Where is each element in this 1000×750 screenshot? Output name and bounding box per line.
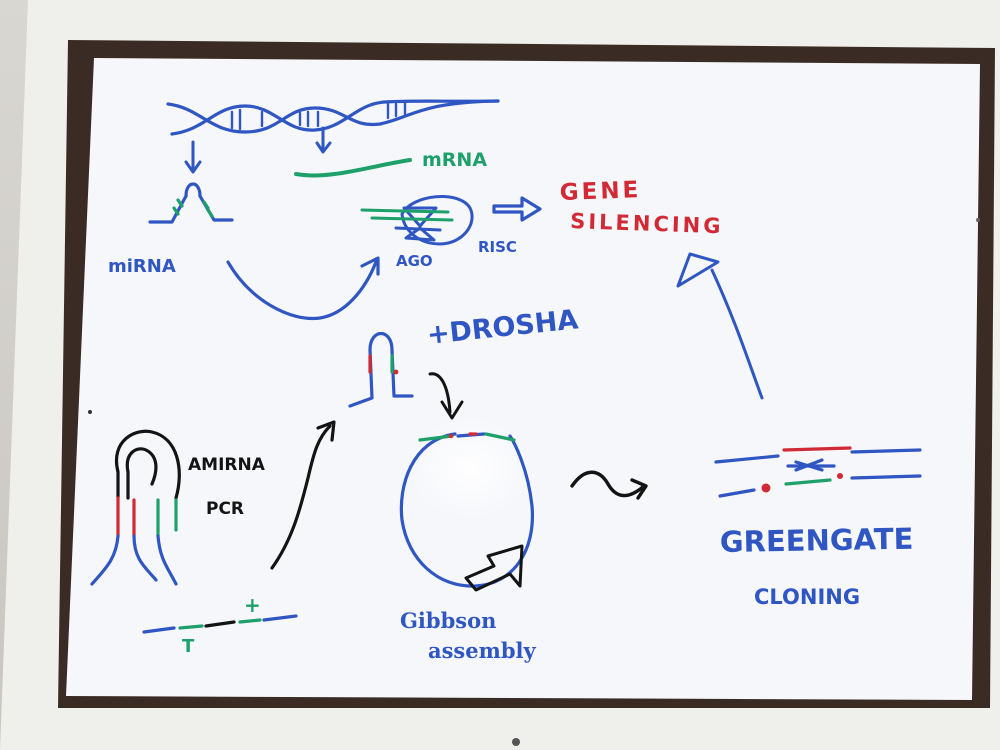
light-glare bbox=[408, 416, 532, 520]
mrna-strand bbox=[294, 158, 412, 178]
greengate-line2: CLONING bbox=[754, 585, 860, 609]
mirna-hairpin bbox=[148, 182, 234, 224]
amirna-hairpin bbox=[90, 429, 181, 586]
gibbson-arrow-icon bbox=[464, 544, 524, 592]
amirna-label: AMIRNA bbox=[188, 455, 266, 475]
transcription-arrows bbox=[184, 126, 332, 174]
mirna-label: miRNA bbox=[108, 256, 176, 277]
mrna-label: mRNA bbox=[422, 149, 487, 171]
gene-silencing-line2: SILENCING bbox=[570, 209, 724, 238]
board-dot bbox=[976, 218, 980, 222]
drosha-hairpin bbox=[348, 332, 414, 408]
drosha-to-plasmid-arrow bbox=[428, 372, 464, 420]
cloning-to-silencing-arrow bbox=[676, 252, 764, 400]
risc-label: RISC bbox=[478, 238, 517, 256]
board-dot bbox=[88, 410, 92, 414]
primer-strand bbox=[142, 614, 298, 634]
pcr-label: PCR bbox=[206, 499, 244, 519]
gene-silencing-line1: GENE bbox=[559, 177, 641, 206]
ago-label: AGO bbox=[396, 252, 433, 270]
dna-helix bbox=[166, 99, 500, 136]
frame-screw bbox=[512, 738, 520, 746]
hollow-right-arrow-icon bbox=[492, 196, 542, 222]
risc-complex bbox=[360, 195, 474, 246]
gibbson-line1: Gibbson bbox=[400, 608, 496, 633]
greengate-construct bbox=[714, 446, 922, 498]
primer-bottom-mark: T bbox=[182, 636, 195, 657]
pcr-to-hairpin-arrow bbox=[270, 420, 336, 570]
mirna-to-ago-arrow bbox=[226, 256, 380, 321]
primer-top-mark: + bbox=[244, 593, 261, 617]
plasmid-circle bbox=[399, 432, 535, 588]
greengate-line1: GREENGATE bbox=[720, 522, 914, 559]
board-surface bbox=[66, 58, 980, 700]
gibbson-line2: assembly bbox=[428, 638, 536, 663]
tilde-arrow-icon bbox=[570, 470, 648, 500]
